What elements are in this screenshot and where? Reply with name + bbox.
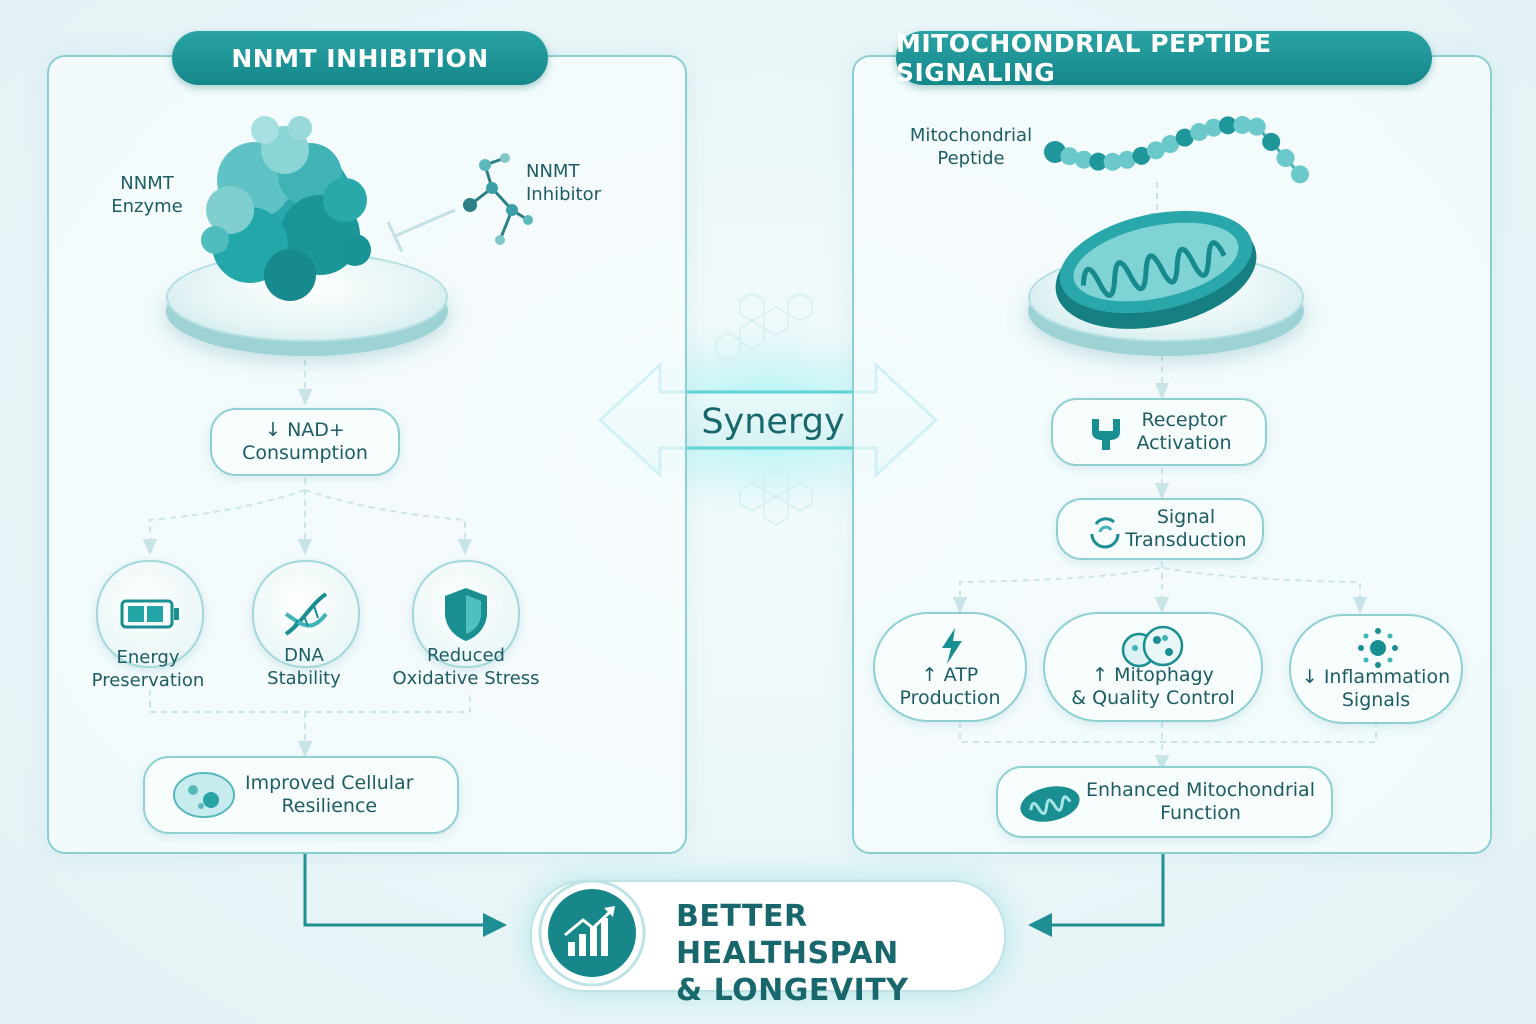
mitochondrion-small-icon [1020,786,1080,822]
inflammation-icon [1358,628,1398,668]
dna-icon [284,592,328,636]
peptide-bead [1132,146,1151,165]
mitochondrial-title: MITOCHONDRIAL PEPTIDE SIGNALING [896,29,1432,87]
peptide-bead [1044,141,1066,163]
signal-transduction-label: Signal Transduction [1125,506,1247,551]
mito-function-node: Enhanced Mitochondrial Function [996,766,1333,838]
enzyme-label: NNMT Enzyme [111,173,183,217]
mitophagy-label: ↑ Mitophagy & Quality Control [1071,664,1235,709]
peptide-bead [1204,118,1223,137]
lightning-icon [942,628,962,664]
energy-label: Energy Preservation [91,647,205,691]
nad-consumption-node: ↓ NAD+ Consumption [210,408,400,476]
peptide-bead [1233,116,1252,135]
battery-icon [120,599,179,629]
inflammation-node: ↓ Inflammation Signals [1289,614,1463,724]
receptor-icon [1092,419,1120,450]
dna-label: DNA Stability [267,645,341,689]
cell-icon [173,772,235,818]
mitophagy-icon [1121,625,1184,668]
inhibitor-label: NNMT Inhibitor [526,161,602,205]
peptide-bead [1103,152,1122,171]
peptide-bead [1118,150,1137,169]
final-outcome-label: BETTER HEALTHSPAN & LONGEVITY [676,899,909,1008]
peptide-bead [1060,147,1079,166]
atp-label: ↑ ATP Production [899,664,1001,709]
peptide-bead [1175,128,1194,147]
mito-function-label: Enhanced Mitochondrial Function [1086,779,1315,824]
peptide-bead [1074,150,1093,169]
nad-consumption-label: ↓ NAD+ Consumption [242,419,368,464]
peptide-bead [1089,152,1108,171]
hexagon-pattern [715,292,813,526]
peptide-bead [1291,165,1309,184]
cellular-resilience-node: Improved Cellular Resilience [143,756,459,834]
shield-circle [412,560,520,668]
shield-icon [445,588,487,641]
receptor-activation-label: Receptor Activation [1136,409,1232,454]
peptide-bead [1146,141,1165,160]
cellular-resilience-label: Improved Cellular Resilience [245,772,414,817]
inflammation-label: ↓ Inflammation Signals [1301,666,1451,711]
peptide-bead [1262,132,1281,151]
signal-icon [1090,517,1120,549]
peptide-bead [1247,117,1266,136]
peptide-bead [1161,135,1180,154]
mitophagy-node: ↑ Mitophagy & Quality Control [1043,612,1263,722]
peptide-bead [1190,122,1209,141]
synergy-label: Synergy [701,402,845,442]
peptide-label: Mitochondrial Peptide [909,125,1033,169]
atp-node: ↑ ATP Production [873,612,1027,722]
peptide-bead [1276,149,1295,168]
nnmt-title: NNMT INHIBITION [172,31,548,85]
peptide-bead [1218,116,1237,135]
signal-transduction-node: Signal Transduction [1056,498,1264,560]
oxidative-label: Reduced Oxidative Stress [392,645,540,689]
receptor-activation-node: Receptor Activation [1051,398,1267,466]
dna-circle [252,560,360,668]
energy-circle [96,560,204,668]
